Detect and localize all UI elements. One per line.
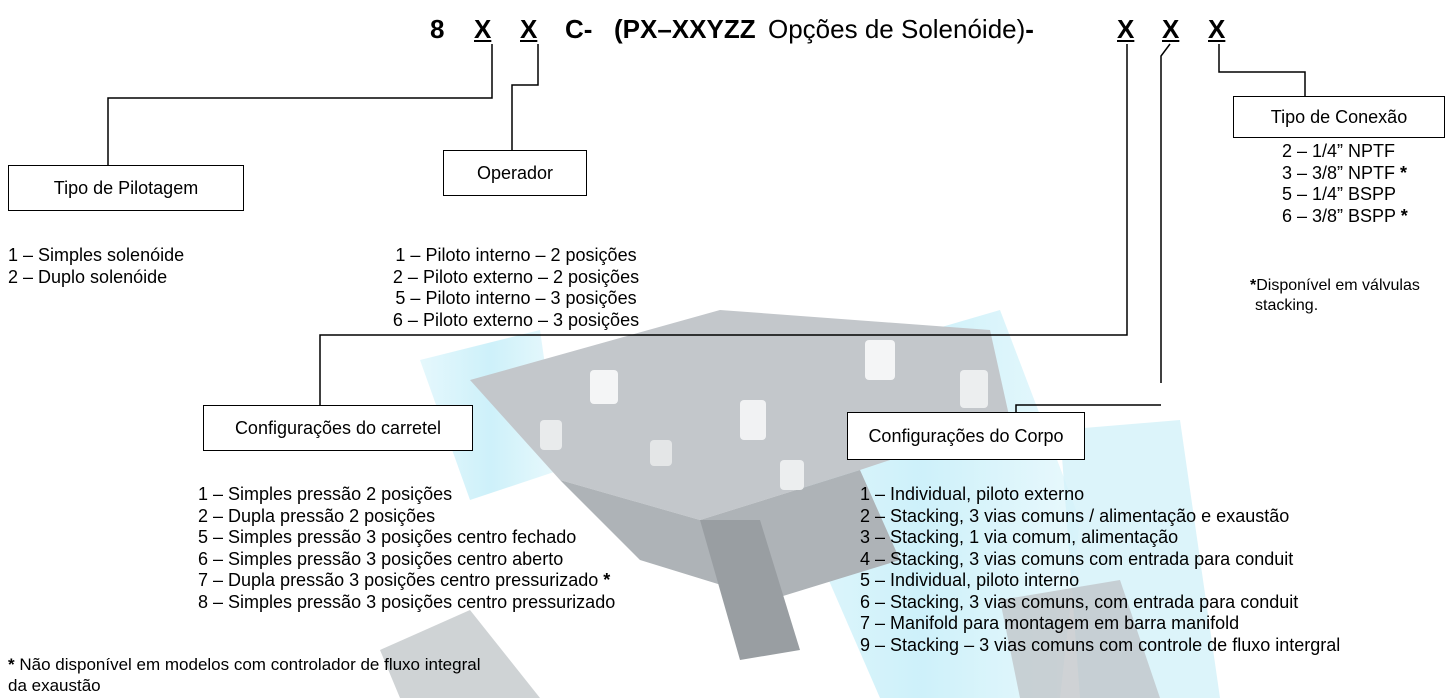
list-item: 7 – Manifold para montagem em barra mani… [860, 613, 1240, 633]
operator-box: Operador [443, 150, 587, 196]
list-item: 1 – Simples solenóide [8, 245, 185, 265]
connection-title: Tipo de Conexão [1270, 106, 1408, 127]
connection-note: *Disponível em válvulas stacking. [1250, 277, 1420, 314]
operator-list: 1 – Piloto interno – 2 posições 2 – Pilo… [376, 245, 656, 331]
code-x1: X [474, 14, 492, 44]
code-prefix: 8 [430, 14, 445, 44]
list-item: 9 – Stacking – 3 vias comuns com control… [860, 634, 1341, 655]
list-item: 5 – Simples pressão 3 posições centro fe… [198, 527, 577, 547]
list-item: 5 – Piloto interno – 3 posições [395, 288, 637, 308]
spool-list: 1 – Simples pressão 2 posições 2 – Dupla… [198, 484, 615, 613]
list-item: 5 – 1/4” BSPP [1282, 184, 1397, 204]
code-x2: X [520, 14, 538, 44]
list-item: 2 – Dupla pressão 2 posições [198, 505, 436, 526]
connection-box: Tipo de Conexão [1233, 96, 1445, 138]
list-item: 8 – Simples pressão 3 posições centro pr… [198, 591, 616, 612]
code-c: C- [565, 14, 593, 44]
list-item: 6 – Simples pressão 3 posições centro ab… [198, 548, 564, 569]
list-item: 6 – Piloto externo – 3 posições [392, 309, 640, 330]
footnote: * Não disponível em modelos com controla… [8, 655, 481, 695]
connection-list: 2 – 1/4” NPTF 3 – 3/8” NPTF * 5 – 1/4” B… [1282, 141, 1408, 227]
list-item: 2 – 1/4” NPTF [1282, 141, 1396, 161]
model-code-header: 8 [430, 12, 444, 46]
pilotage-list: 1 – Simples solenóide 2 – Duplo solenóid… [8, 245, 184, 288]
body-config-title: Configurações do Corpo [868, 425, 1064, 446]
operator-title: Operador [476, 162, 554, 183]
spool-title: Configurações do carretel [234, 417, 442, 438]
list-item: 5 – Individual, piloto interno [860, 570, 1080, 590]
body-config-box: Configurações do Corpo [847, 412, 1085, 460]
list-item: 2 – Stacking, 3 vias comuns / alimentaçã… [860, 505, 1290, 526]
pilotage-title: Tipo de Pilotagem [53, 177, 199, 198]
list-item: 1 – Piloto interno – 2 posições [395, 245, 637, 265]
list-item: 3 – Stacking, 1 via comum, alimentação [860, 527, 1179, 547]
code-options: Opções de Solenóide)- [768, 14, 1034, 44]
code-px: (PX–XXYZZ [614, 14, 756, 44]
list-item: 1 – Individual, piloto externo [860, 484, 1085, 504]
code-x3: X [1117, 14, 1135, 44]
body-config-list: 1 – Individual, piloto externo 2 – Stack… [860, 484, 1340, 656]
list-item: 7 – Dupla pressão 3 posições centro pres… [198, 570, 611, 590]
list-item: 2 – Piloto externo – 2 posições [392, 266, 640, 287]
spool-box: Configurações do carretel [203, 405, 473, 451]
list-item: 2 – Duplo solenóide [8, 266, 168, 287]
list-item: 4 – Stacking, 3 vias comuns com entrada … [860, 548, 1294, 569]
list-item: 6 – Stacking, 3 vias comuns, com entrada… [860, 591, 1299, 612]
list-item: 6 – 3/8” BSPP * [1282, 205, 1408, 226]
list-item: 3 – 3/8” NPTF * [1282, 162, 1408, 183]
pilotage-box: Tipo de Pilotagem [8, 165, 244, 211]
list-item: 1 – Simples pressão 2 posições [198, 484, 453, 504]
code-x4: X [1162, 14, 1180, 44]
code-x5: X [1208, 14, 1226, 44]
